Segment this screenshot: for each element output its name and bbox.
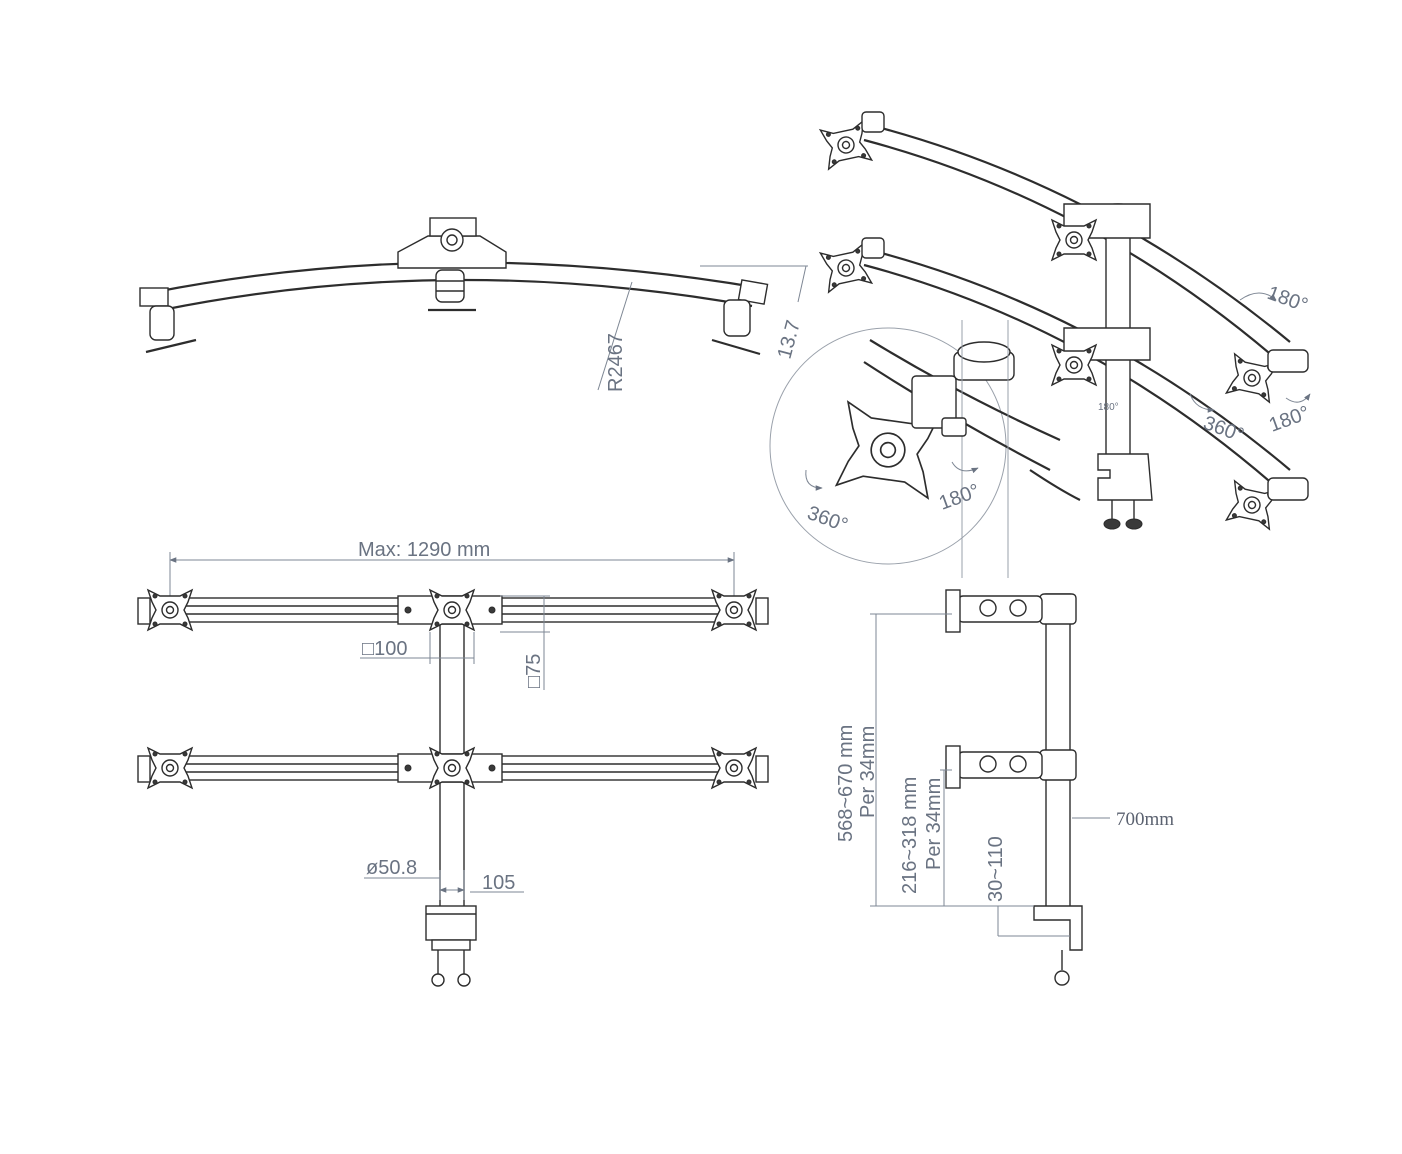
vesa-100-label: □100 — [362, 638, 407, 660]
radius-label: R2467 — [605, 333, 627, 392]
rotation-360-detail-label: 360° — [804, 502, 850, 537]
rotation-360-right-label: 360° — [1200, 412, 1246, 447]
angle-label: 13.7 — [774, 318, 805, 361]
rotation-180-detail-label: 180° — [936, 480, 982, 515]
lower-height-range-label: 216~318 mm — [899, 777, 921, 894]
curved-top-view: R2467 13.7 — [139, 217, 808, 392]
pole-diameter-label: ø50.8 — [366, 857, 417, 879]
isometric-view: 180° 360° 180° 180° 360° 180° — [769, 111, 1313, 578]
clamp-range-label: 30~110 — [985, 836, 1007, 902]
max-width-label: Max: 1290 mm — [358, 539, 490, 561]
desk-clamp-icon — [425, 905, 477, 987]
front-view: Max: 1290 mm □100 — [137, 539, 769, 987]
upper-height-range-label: 568~670 mm — [835, 725, 857, 842]
side-view: 568~670 mm Per 34mm 216~318 mm Per 34mm … — [835, 589, 1174, 986]
upper-height-step-label: Per 34mm — [857, 726, 879, 818]
rotation-180-right-label: 180° — [1266, 402, 1312, 437]
rotation-180-small-label: 180° — [1098, 402, 1119, 413]
rotation-180-top-label: 180° — [1264, 282, 1310, 317]
vesa-75-label: □75 — [523, 654, 545, 688]
lower-height-step-label: Per 34mm — [923, 778, 945, 870]
clamp-105-label: 105 — [482, 872, 515, 894]
pole-height-label: 700mm — [1116, 809, 1174, 830]
